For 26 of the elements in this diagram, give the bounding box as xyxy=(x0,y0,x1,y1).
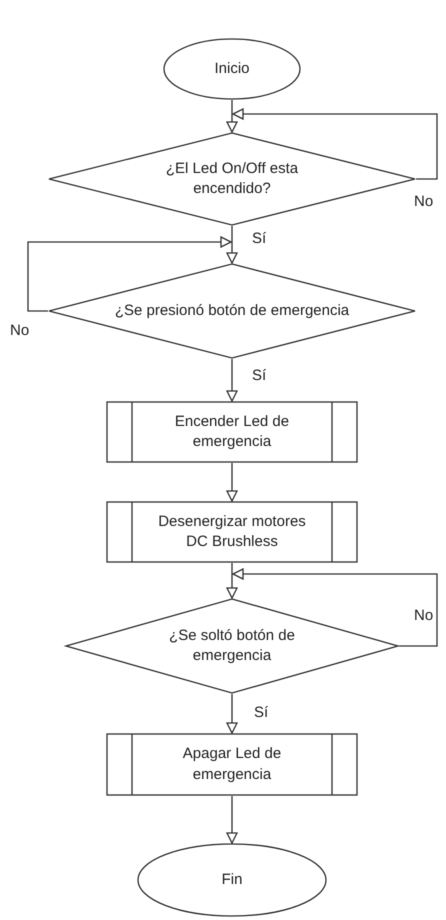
arrow xyxy=(226,563,238,599)
arrow xyxy=(226,796,238,844)
subprocess-box xyxy=(106,501,358,563)
decision-diamond xyxy=(48,132,416,226)
arrow xyxy=(27,236,232,312)
arrow xyxy=(232,108,438,180)
arrow xyxy=(232,568,438,647)
step-text: Apagar Led de emergencia xyxy=(182,744,282,784)
arrow xyxy=(226,359,238,402)
arrow xyxy=(226,100,238,133)
step-text: Desenergizar motores DC Brushless xyxy=(157,512,307,552)
terminal-ellipse xyxy=(137,843,327,917)
step-text: Fin xyxy=(222,870,242,890)
arrow xyxy=(226,463,238,502)
arrow xyxy=(226,694,238,734)
step-text: Inicio xyxy=(214,58,250,79)
arrow xyxy=(226,226,238,264)
decision-diamond xyxy=(65,598,399,694)
subprocess-box xyxy=(106,733,358,796)
step-text: ¿Se presionó botón de emergencia xyxy=(114,300,350,321)
decision-diamond xyxy=(48,263,416,359)
step-text: ¿Se soltó botón de emergencia xyxy=(168,626,296,666)
subprocess-box xyxy=(106,401,358,463)
terminal-ellipse xyxy=(163,38,301,100)
step-text: ¿El Led On/Off esta encendido? xyxy=(164,158,300,199)
step-text: Encender Led de emergencia xyxy=(174,412,290,452)
